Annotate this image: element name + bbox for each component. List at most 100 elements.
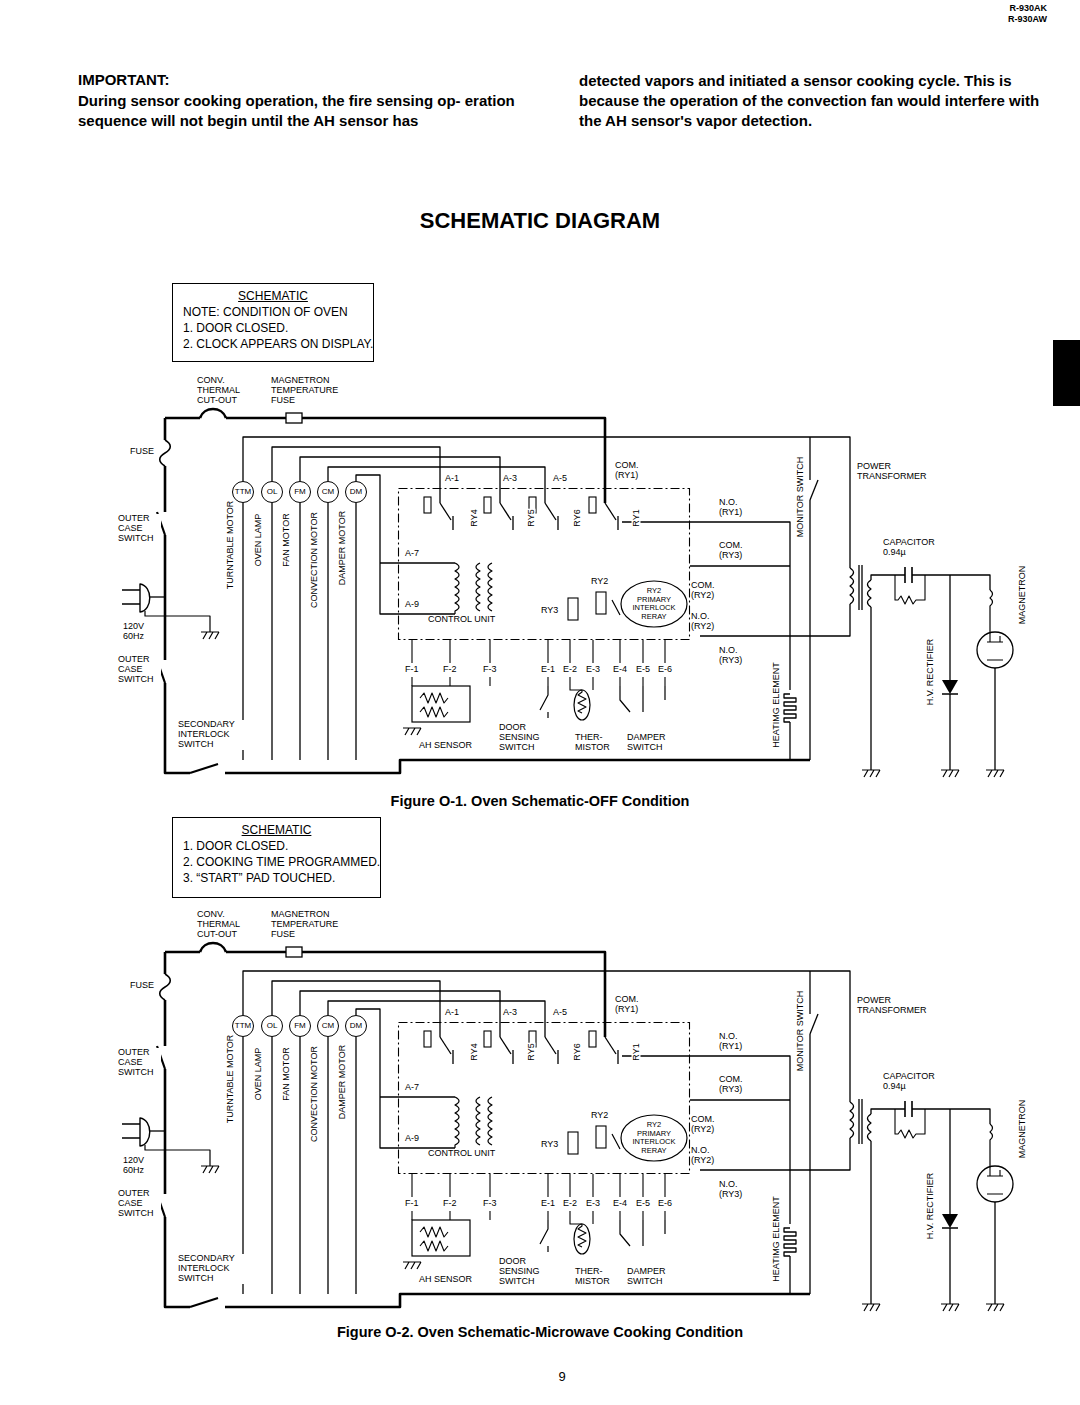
motor-circle: FM: [289, 481, 311, 503]
wire: [871, 1109, 905, 1114]
wire: [380, 562, 455, 563]
relay-contact: [605, 1037, 616, 1054]
component-label: 120V 60Hz: [122, 1156, 154, 1176]
thermal-cutout-symbol: [200, 409, 226, 418]
relay-coil: [589, 1031, 596, 1047]
dash-dot-border: [399, 489, 690, 640]
wire: [225, 760, 810, 773]
wire: [949, 1228, 950, 1304]
wire: [489, 1174, 490, 1220]
wire: [327, 1037, 328, 1294]
switch-symbol: [190, 1298, 218, 1307]
motor-code: CM: [318, 1016, 338, 1036]
note-line: 2. COOKING TIME PROGRAMMED.: [183, 854, 370, 870]
component-label: N.O. (RY3): [718, 646, 755, 666]
component-label: E-2: [562, 1199, 578, 1209]
ground-symbol: [941, 770, 959, 777]
component-label: DAMPER SWITCH: [626, 1267, 673, 1287]
wire: [226, 418, 605, 503]
wire: [411, 1174, 412, 1220]
wire: [439, 1029, 440, 1037]
motor-circle: TTM: [232, 481, 254, 503]
plug-symbol: [122, 590, 140, 604]
note-line: 2. CLOCK APPEARS ON DISPLAY.: [183, 336, 363, 352]
component-label: E-4: [612, 665, 628, 675]
motor-circle: OL: [261, 481, 283, 503]
component-label: CONV. THERMAL CUT-OUT: [196, 910, 246, 940]
component-label: E-1: [540, 1199, 556, 1209]
wire: [592, 686, 593, 690]
component-label: RY1: [632, 1042, 641, 1061]
component-label: MAGNETRON TEMPERATURE FUSE: [270, 910, 344, 940]
heater-symbol: [784, 1228, 796, 1256]
component-label: OUTER CASE SWITCH: [117, 1189, 161, 1219]
relay-contact: [440, 1037, 451, 1054]
wire: [994, 1202, 995, 1304]
wire: [271, 503, 272, 760]
transformer-core: [859, 1099, 862, 1144]
component-label: RY1: [632, 508, 641, 527]
wire: [809, 971, 810, 1014]
wire: [870, 1141, 871, 1304]
motor-code: TTM: [233, 482, 253, 502]
resistor-symbol: [420, 693, 448, 703]
resistor-symbol: [895, 1109, 925, 1138]
thermistor-symbol: [570, 1220, 586, 1247]
relay-contact: [605, 503, 616, 520]
component-label: RY4: [470, 1042, 479, 1061]
component-label: E-1: [540, 665, 556, 675]
magnetron-filament: [990, 1124, 993, 1166]
wire: [355, 503, 356, 760]
component-label: COM. (RY2): [690, 1115, 727, 1135]
motor-circle: CM: [317, 1015, 339, 1037]
component-label: THER- MISTOR: [574, 733, 618, 753]
wire: [165, 951, 200, 954]
component-label: TURNTABLE MOTOR: [226, 1034, 235, 1125]
component-label: TURNTABLE MOTOR: [226, 500, 235, 591]
note-line: SCHEMATIC: [183, 822, 370, 838]
component-label: N.O. (RY1): [718, 1032, 755, 1052]
relay-coil: [424, 1031, 431, 1047]
component-label: CONV. THERMAL CUT-OUT: [196, 376, 246, 406]
note-box: SCHEMATICNOTE: CONDITION OF OVEN1. DOOR …: [172, 283, 374, 362]
fuse-symbol: [160, 440, 171, 466]
note-box: SCHEMATIC1. DOOR CLOSED.2. COOKING TIME …: [172, 817, 381, 898]
relay-contact: [545, 1037, 556, 1054]
ground-symbol: [986, 770, 1004, 777]
relay-circle: RY2 PRIMARY INTERLOCK RERAY: [620, 580, 688, 628]
component-label: RY3: [540, 606, 559, 616]
component-label: AH SENSOR: [418, 741, 473, 751]
component-label: F-1: [404, 665, 420, 675]
transformer-coil: [850, 1102, 854, 1138]
component-label: DAMPER MOTOR: [338, 510, 347, 586]
wire: [226, 952, 605, 1037]
relay-coil: [476, 563, 480, 611]
relay-contact: [512, 1050, 513, 1064]
component-label: FUSE: [129, 447, 155, 457]
note-line: 1. DOOR CLOSED.: [183, 320, 363, 336]
figure-caption: Figure O-1. Oven Schematic-OFF Condition: [390, 794, 691, 810]
wire: [544, 1029, 545, 1037]
wire: [912, 575, 990, 590]
capacitor-symbol: [905, 1101, 912, 1117]
wire: [809, 437, 810, 480]
wire: [789, 722, 790, 760]
relay-coil: [476, 1097, 480, 1145]
transformer-coil: [850, 568, 854, 604]
component-label: E-5: [635, 1199, 651, 1209]
relay-coil: [568, 598, 578, 620]
note-heading: IMPORTANT:: [77, 72, 170, 89]
wire: [622, 1056, 790, 1224]
dash-dot-border: [399, 1023, 690, 1174]
wire: [690, 1099, 790, 1100]
wire: [164, 418, 167, 440]
fuse-symbol: [286, 947, 302, 957]
plug-symbol: [140, 1118, 150, 1146]
component-label: CONVECTION MOTOR: [310, 1045, 319, 1143]
component-label: OVEN LAMP: [254, 513, 263, 568]
component-label: OUTER CASE SWITCH: [117, 514, 161, 544]
relay-coil: [589, 497, 596, 513]
note-text: During sensor cooking operation, the fir…: [77, 91, 559, 131]
wire: [356, 475, 455, 614]
